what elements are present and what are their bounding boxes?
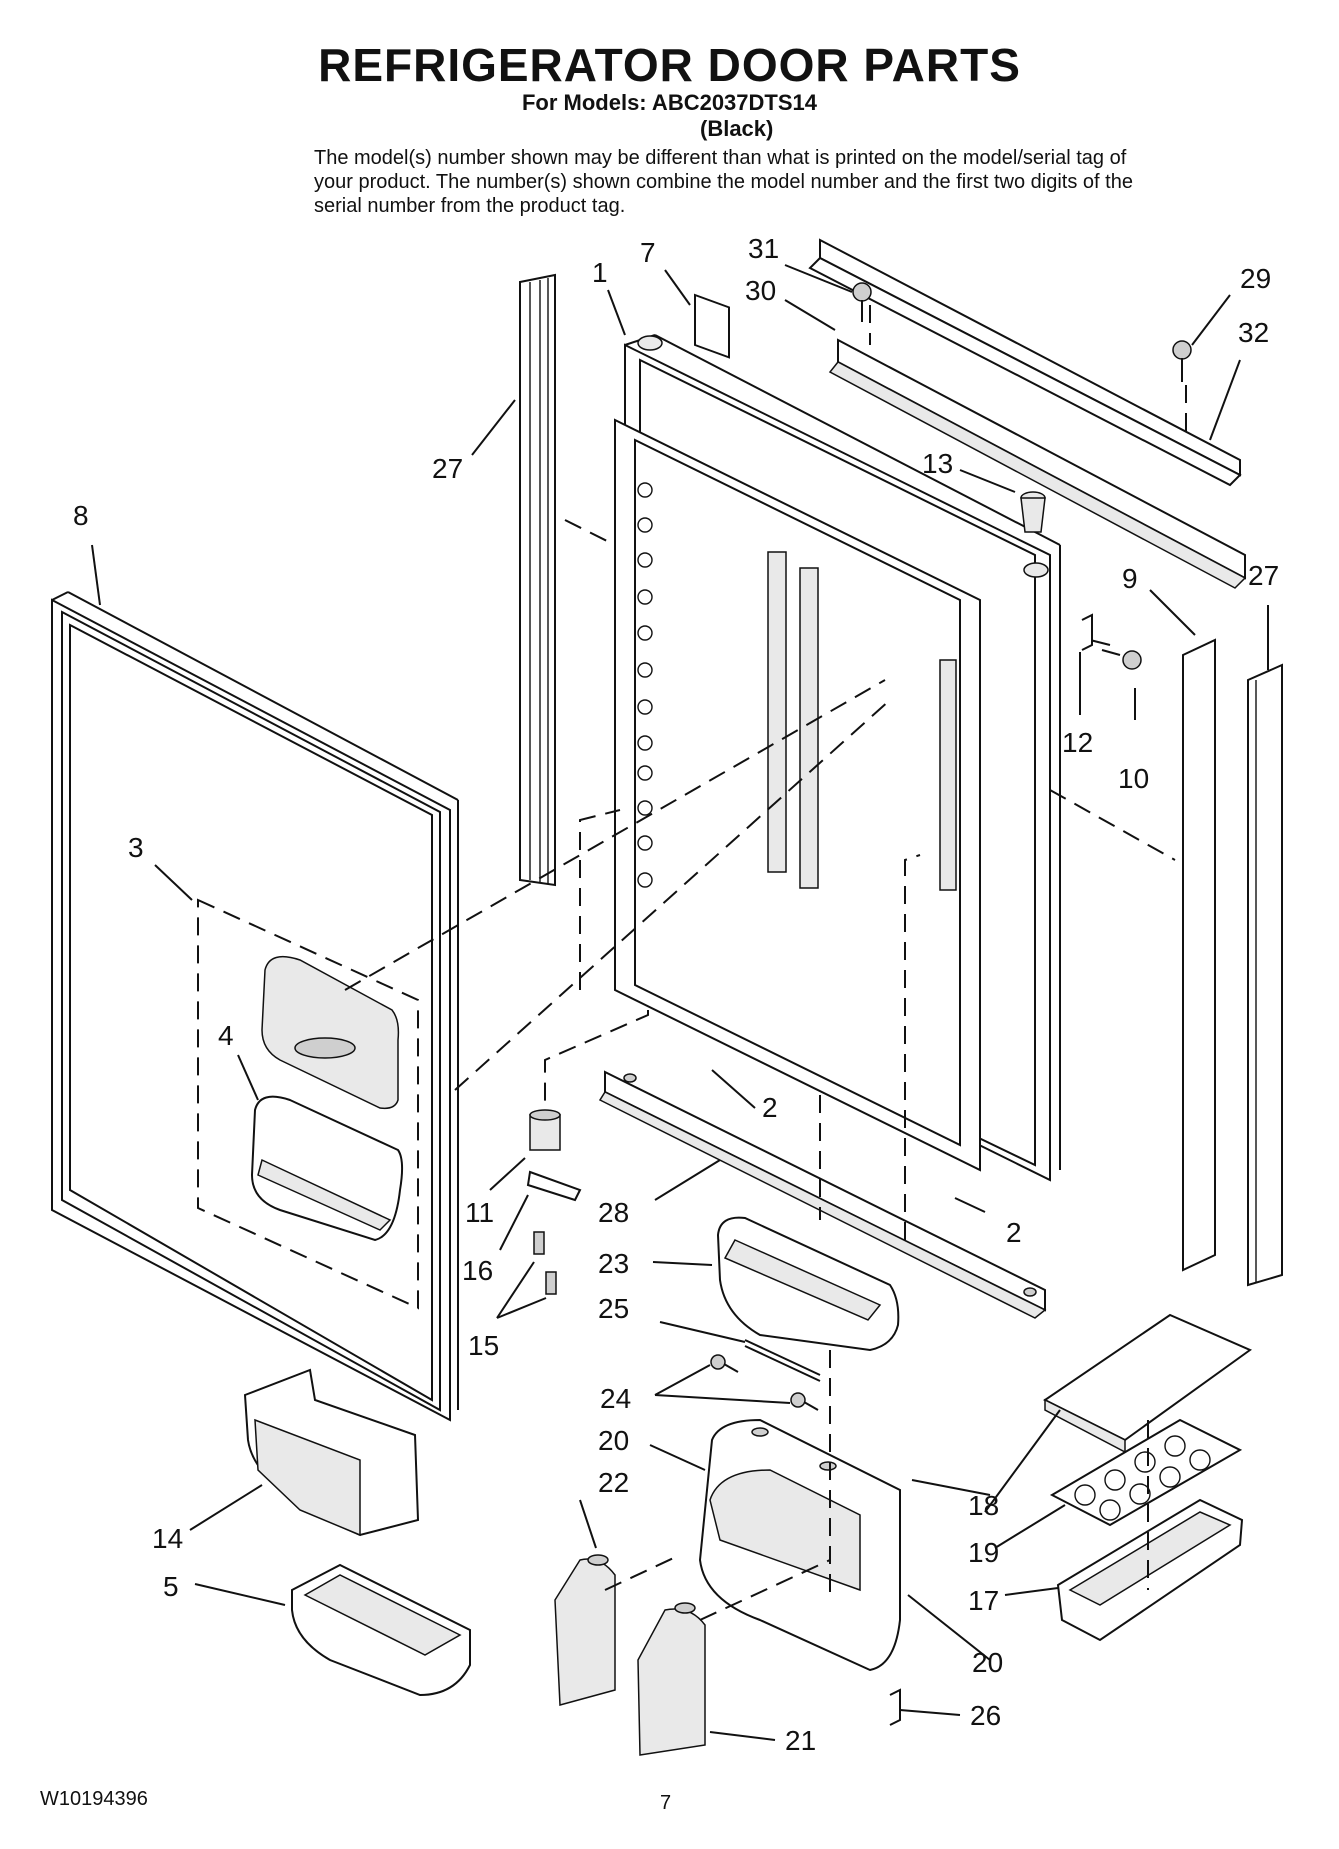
top-channel-bracket [828, 338, 1247, 589]
gasket-strip-left [519, 273, 556, 887]
callout-1: 1 [592, 257, 608, 288]
page-title: REFRIGERATOR DOOR PARTS [318, 39, 1021, 91]
callout-11: 11 [465, 1197, 494, 1228]
callout-2-lower: 2 [1006, 1217, 1022, 1248]
callout-26: 26 [970, 1700, 1001, 1731]
callout-9: 9 [1122, 563, 1138, 594]
bushing-part [1020, 491, 1046, 533]
ice-bin-part [698, 1418, 901, 1672]
page-number: 7 [660, 1792, 672, 1814]
label-part [694, 293, 730, 359]
callout-24: 24 [600, 1383, 631, 1414]
callout-5: 5 [163, 1571, 179, 1602]
callout-32: 32 [1238, 317, 1269, 348]
callout-20-lower: 20 [972, 1647, 1003, 1678]
door-bin-23-part [716, 1216, 900, 1352]
lower-hinge-parts [526, 1109, 582, 1295]
door-bin-5-part [291, 1563, 471, 1697]
callout-8: 8 [73, 500, 89, 531]
top-trim-cap [808, 238, 1242, 487]
callout-16: 16 [462, 1255, 493, 1286]
door-bin-14-part [243, 1368, 420, 1537]
callout-22: 22 [598, 1467, 629, 1498]
side-trim-right [1182, 638, 1283, 1287]
clip-part [889, 1688, 901, 1726]
bottom-bracket-part [598, 1070, 1047, 1319]
ice-tray-cover-part [1043, 1313, 1253, 1454]
door-liner-part [614, 334, 1061, 1182]
callout-30: 30 [745, 275, 776, 306]
callout-23: 23 [598, 1248, 629, 1279]
door-bin-4-part [250, 1095, 404, 1242]
document-number: W10194396 [40, 1788, 148, 1810]
dispenser-cover-part [261, 955, 400, 1110]
door-outer-panel-part [51, 591, 459, 1422]
callout-21: 21 [785, 1725, 816, 1756]
assembly-lines [344, 305, 1187, 1621]
ice-bucket-part [1056, 1498, 1244, 1642]
spout-parts [554, 1554, 706, 1756]
leader-arrows [91, 264, 1269, 1741]
callout-10: 10 [1118, 763, 1149, 794]
dispenser-outline [197, 898, 419, 1310]
callout-27-right: 27 [1248, 560, 1279, 591]
callout-13: 13 [922, 448, 953, 479]
callout-2-upper: 2 [762, 1092, 778, 1123]
model-color: (Black) [700, 116, 774, 141]
model-subtitle: For Models: ABC2037DTS14 [521, 90, 818, 115]
callout-3: 3 [128, 832, 144, 863]
callout-20-upper: 20 [598, 1425, 629, 1456]
callout-29: 29 [1240, 263, 1271, 294]
callout-15: 15 [468, 1330, 499, 1361]
callout-4: 4 [218, 1020, 234, 1051]
liner-clips [637, 482, 653, 888]
model-note: The model(s) number shown may be differe… [314, 147, 1133, 217]
callout-18: 18 [968, 1490, 999, 1521]
callout-labels: 1 7 31 30 29 32 13 27 8 9 27 12 10 3 4 2… [73, 233, 1279, 1756]
strap-and-keys [710, 1339, 821, 1411]
callout-7: 7 [640, 237, 656, 268]
ice-tray-part [1049, 1418, 1243, 1527]
callout-17: 17 [968, 1585, 999, 1616]
callout-12: 12 [1062, 727, 1093, 758]
callout-27-left: 27 [432, 453, 463, 484]
callout-25: 25 [598, 1293, 629, 1324]
callout-28: 28 [598, 1197, 629, 1228]
hinge-pin-part [1081, 613, 1093, 651]
callout-14: 14 [152, 1523, 183, 1554]
callout-19: 19 [968, 1537, 999, 1568]
screws [852, 282, 1192, 670]
callout-31: 31 [748, 233, 779, 264]
